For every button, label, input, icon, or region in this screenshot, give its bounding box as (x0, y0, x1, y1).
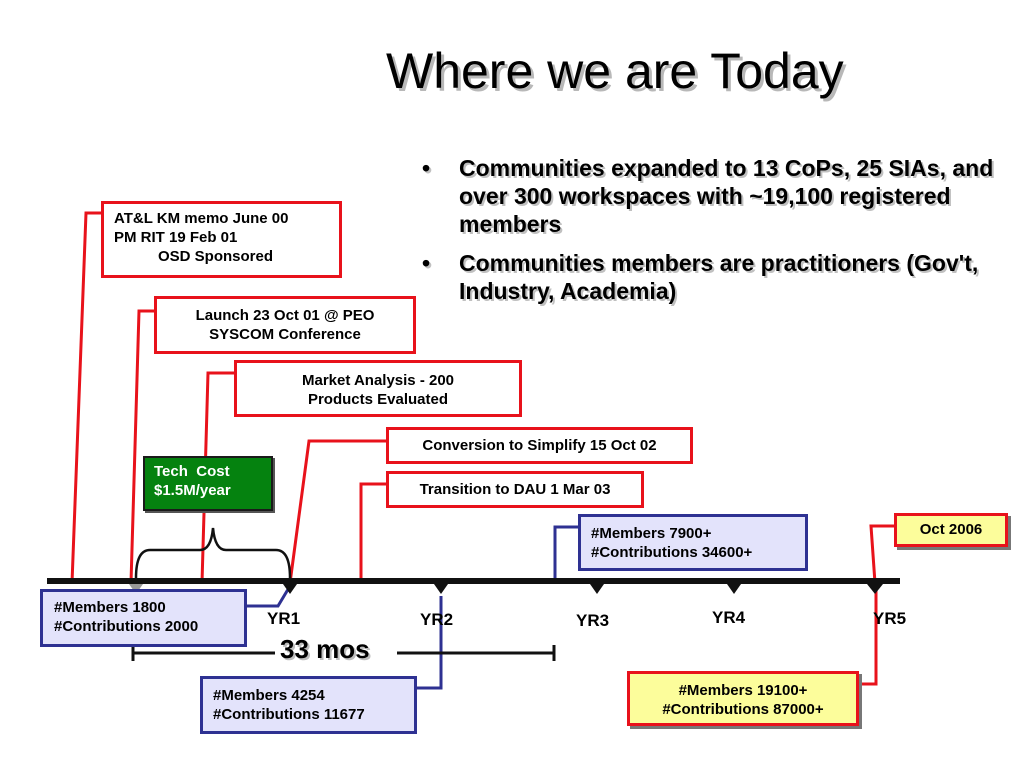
connector-stat2 (417, 596, 443, 690)
event-conversion: Conversion to Simplify 15 Oct 02 (386, 427, 693, 464)
event-line: Launch 23 Oct 01 @ PEO (195, 307, 375, 324)
stat-contributions: #Contributions 11677 (213, 706, 365, 723)
year-label-yr2: YR2 (420, 610, 454, 629)
tech-cost-brace (134, 527, 292, 579)
connector-transition (359, 482, 387, 578)
event-transition: Transition to DAU 1 Mar 03 (386, 471, 644, 508)
stats-yr5: #Members 19100+ #Contributions 87000+ (627, 671, 859, 726)
bullet-item: • Communities members are practitioners (… (422, 249, 1018, 305)
bullet-text: Communities expanded to 13 CoPs, 25 SIAs… (459, 155, 994, 237)
marker-yr3 (590, 584, 604, 594)
event-line: Oct 2006 (919, 521, 983, 538)
year-label-yr1: YR1 (267, 609, 301, 628)
connector-market (200, 371, 235, 584)
stat-members: #Members 4254 (213, 687, 325, 704)
bullet-dot: • (422, 155, 431, 181)
event-line: AT&L KM memo June 00 (114, 210, 289, 227)
stat-contributions: #Contributions 2000 (54, 618, 199, 635)
event-line: Conversion to Simplify 15 Oct 02 (422, 437, 657, 454)
connector-atl (70, 211, 102, 584)
event-line: OSD Sponsored (158, 248, 274, 265)
tech-cost-label: Tech Cost (154, 463, 230, 480)
connector-stat1 (246, 585, 292, 608)
year-label-yr3: YR3 (576, 611, 610, 630)
event-atl-memo: AT&L KM memo June 00 PM RIT 19 Feb 01 OS… (101, 201, 342, 278)
event-line: SYSCOM Conference (209, 326, 361, 343)
stat-members: #Members 19100+ (678, 682, 808, 699)
event-launch: Launch 23 Oct 01 @ PEO SYSCOM Conference (154, 296, 416, 354)
marker-yr4 (727, 584, 741, 594)
connector-oct2006 (869, 524, 894, 584)
stat-contributions: #Contributions 87000+ (662, 701, 824, 718)
event-market-analysis: Market Analysis - 200 Products Evaluated (234, 360, 522, 417)
marker-yr2 (434, 584, 448, 594)
stat-members: #Members 1800 (54, 599, 166, 616)
bullet-text: Communities members are practitioners (G… (459, 250, 979, 304)
tech-cost-badge: Tech Cost $1.5M/year (143, 456, 273, 511)
event-line: PM RIT 19 Feb 01 (114, 229, 238, 246)
year-label-yr4: YR4 (712, 608, 746, 627)
connector-stat4 (862, 588, 878, 686)
marker-yr1 (283, 584, 297, 594)
year-label-yr5: YR5 (873, 609, 907, 628)
bullet-list: • Communities expanded to 13 CoPs, 25 SIA… (422, 154, 1018, 316)
stats-yr1: #Members 1800 #Contributions 2000 (40, 589, 247, 647)
duration-label: 33 mos (280, 634, 370, 664)
marker-yr5 (867, 584, 883, 594)
bullet-dot: • (422, 250, 431, 276)
connector-conversion (288, 439, 387, 584)
connector-stat3 (553, 525, 580, 578)
stats-yr3: #Members 7900+ #Contributions 34600+ (578, 514, 808, 571)
stat-contributions: #Contributions 34600+ (591, 544, 753, 561)
event-oct-2006: Oct 2006 (894, 513, 1008, 547)
event-line: Transition to DAU 1 Mar 03 (419, 481, 611, 498)
event-line: Products Evaluated (307, 391, 449, 408)
tech-cost-value: $1.5M/year (154, 482, 231, 499)
stats-yr2: #Members 4254 #Contributions 11677 (200, 676, 417, 734)
page-title: Where we are Today (386, 43, 844, 99)
event-line: Market Analysis - 200 (301, 372, 455, 389)
connector-launch (129, 309, 155, 584)
stat-members: #Members 7900+ (591, 525, 712, 542)
bullet-item: • Communities expanded to 13 CoPs, 25 SIA… (422, 154, 1018, 238)
